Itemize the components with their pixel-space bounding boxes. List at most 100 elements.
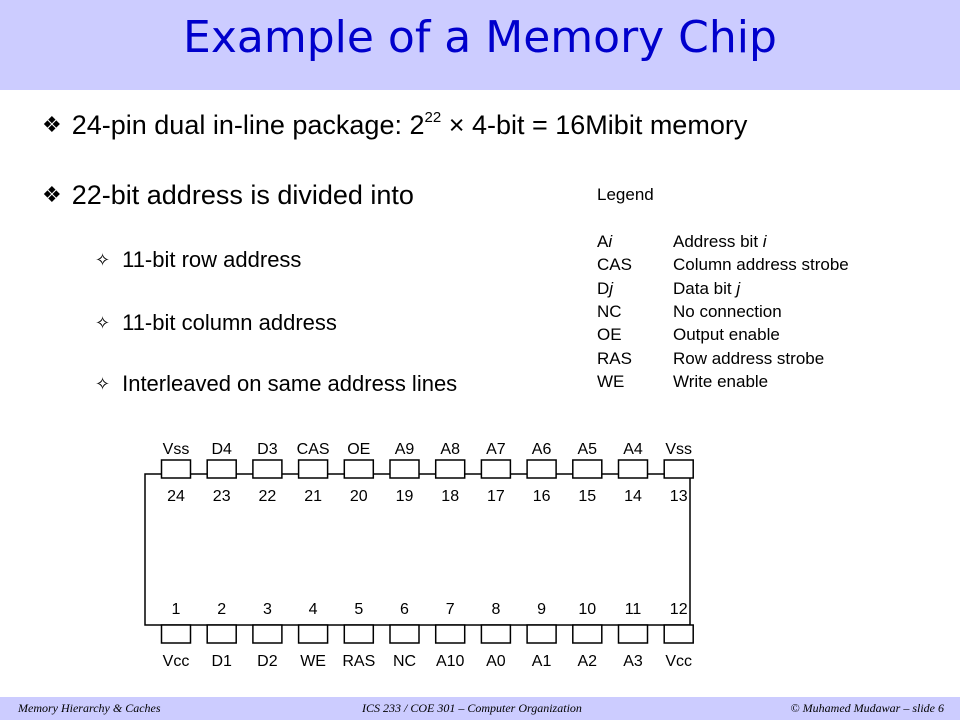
pin-name-top: A5 bbox=[578, 441, 598, 458]
legend-code: CAS bbox=[597, 255, 632, 275]
chip-body bbox=[144, 473, 691, 626]
pin-number-top: 13 bbox=[670, 488, 688, 505]
pin-top bbox=[434, 459, 466, 479]
pin-name-bottom: WE bbox=[300, 653, 326, 670]
pin-top bbox=[617, 459, 649, 479]
pin-name-top: OE bbox=[347, 441, 370, 458]
pin-number-bottom: 2 bbox=[217, 601, 226, 618]
bullet-package-rest: 4-bit = 16Mibit memory bbox=[471, 110, 748, 140]
pin-name-top: A8 bbox=[440, 441, 460, 458]
legend-row: CAS Column address strobe bbox=[597, 255, 849, 275]
pin-name-bottom: A1 bbox=[532, 653, 552, 670]
legend-description: Row address strobe bbox=[673, 348, 825, 368]
legend-code: NC bbox=[597, 301, 622, 321]
pin-bottom bbox=[480, 624, 512, 644]
pin-bottom bbox=[572, 624, 603, 644]
footer: Memory Hierarchy & Caches ICS 233 / COE … bbox=[0, 697, 960, 720]
pin-name-bottom: NC bbox=[393, 653, 416, 670]
pin-number-bottom: 9 bbox=[537, 601, 546, 618]
pin-number-bottom: 10 bbox=[578, 601, 596, 618]
pin-name-bottom: D2 bbox=[257, 653, 278, 670]
times-symbol: × bbox=[448, 110, 465, 140]
pin-bottom bbox=[206, 624, 237, 644]
pin-top bbox=[663, 459, 694, 479]
chip-diagram: Vss241VccD4232D1D3223D2CAS214WEOE205RASA… bbox=[144, 441, 694, 670]
legend-code: RAS bbox=[597, 348, 632, 368]
pin-top bbox=[160, 459, 192, 479]
pin-number-top: 16 bbox=[533, 488, 551, 505]
legend-code: Dj bbox=[597, 278, 614, 298]
pin-number-top: 24 bbox=[167, 488, 185, 505]
pin-number-bottom: 8 bbox=[491, 601, 500, 618]
pin-name-top: A7 bbox=[486, 441, 506, 458]
pin-bottom bbox=[297, 624, 329, 644]
pin-top bbox=[572, 459, 603, 479]
pin-number-bottom: 11 bbox=[625, 601, 642, 618]
pin-name-top: D3 bbox=[257, 441, 278, 458]
legend-code: WE bbox=[597, 371, 625, 391]
pin-name-bottom: Vcc bbox=[163, 653, 190, 670]
pin-top bbox=[297, 459, 329, 479]
legend-code: Ai bbox=[597, 232, 613, 251]
slide-title: Example of a Memory Chip bbox=[183, 12, 777, 63]
pin-name-top: A6 bbox=[532, 441, 552, 458]
pin-bottom bbox=[389, 624, 420, 644]
diamond-bullet-icon: ❖ bbox=[42, 183, 62, 208]
pin-bottom bbox=[434, 624, 466, 644]
pin-number-bottom: 4 bbox=[309, 601, 318, 618]
pin-number-bottom: 12 bbox=[670, 601, 688, 618]
star-bullet-icon: ✧ bbox=[95, 374, 111, 395]
pin-number-top: 14 bbox=[624, 488, 642, 505]
pin-number-top: 18 bbox=[441, 488, 459, 505]
pin-top bbox=[343, 459, 375, 479]
pin-name-top: A9 bbox=[395, 441, 415, 458]
legend-row: WE Write enable bbox=[597, 372, 768, 392]
pin-name-top: Vss bbox=[665, 441, 692, 458]
pin-name-bottom: Vcc bbox=[665, 653, 692, 670]
pin-bottom bbox=[526, 624, 557, 644]
legend-title: Legend bbox=[597, 185, 654, 204]
bullet-package-text: 24-pin dual in-line package: 2 bbox=[71, 110, 425, 140]
bullet-package: ❖ 24-pin dual in-line package: 222 × 4-bi… bbox=[42, 110, 747, 141]
pin-number-bottom: 5 bbox=[354, 601, 363, 618]
legend-description: Output enable bbox=[673, 325, 780, 345]
pin-name-top: D4 bbox=[211, 441, 232, 458]
star-bullet-icon: ✧ bbox=[95, 250, 111, 271]
pin-name-bottom: D1 bbox=[211, 653, 232, 670]
pin-name-top: Vss bbox=[163, 441, 190, 458]
bullet-address-text: 22-bit address is divided into bbox=[71, 180, 414, 210]
pin-number-top: 15 bbox=[578, 488, 596, 505]
legend-description: No connection bbox=[673, 301, 782, 321]
legend-description: Address bit i bbox=[673, 232, 767, 251]
sub-bullet-interleaved: ✧Interleaved on same address lines bbox=[95, 371, 457, 397]
bullet-address: ❖ 22-bit address is divided into bbox=[42, 180, 414, 211]
pin-top bbox=[480, 459, 512, 479]
legend-row: Ai Address bit i bbox=[597, 232, 767, 252]
diamond-bullet-icon: ❖ bbox=[42, 113, 62, 138]
pin-top bbox=[252, 459, 283, 479]
sub-bullet-row: ✧11-bit row address bbox=[95, 247, 301, 273]
pin-number-top: 17 bbox=[487, 488, 505, 505]
bullet-package-exponent: 22 bbox=[424, 109, 442, 126]
pin-top bbox=[526, 459, 557, 479]
footer-right: © Muhamed Mudawar – slide 6 bbox=[790, 701, 944, 715]
pin-number-bottom: 1 bbox=[172, 601, 181, 618]
legend-row: NC No connection bbox=[597, 302, 782, 322]
pin-bottom bbox=[663, 624, 694, 644]
pin-number-top: 21 bbox=[304, 488, 322, 505]
pin-name-top: CAS bbox=[297, 441, 330, 458]
pin-number-bottom: 7 bbox=[446, 601, 455, 618]
pin-name-bottom: A2 bbox=[578, 653, 598, 670]
star-bullet-icon: ✧ bbox=[95, 313, 111, 334]
legend-description: Write enable bbox=[673, 371, 769, 391]
legend-description: Column address strobe bbox=[673, 255, 849, 275]
pin-name-bottom: A0 bbox=[486, 653, 506, 670]
pin-number-top: 22 bbox=[259, 488, 277, 505]
title-bar bbox=[0, 0, 960, 90]
footer-center: ICS 233 / COE 301 – Computer Organizatio… bbox=[362, 701, 582, 715]
pin-name-top: A4 bbox=[623, 441, 643, 458]
pin-name-bottom: A3 bbox=[623, 653, 643, 670]
pin-number-bottom: 6 bbox=[400, 601, 409, 618]
